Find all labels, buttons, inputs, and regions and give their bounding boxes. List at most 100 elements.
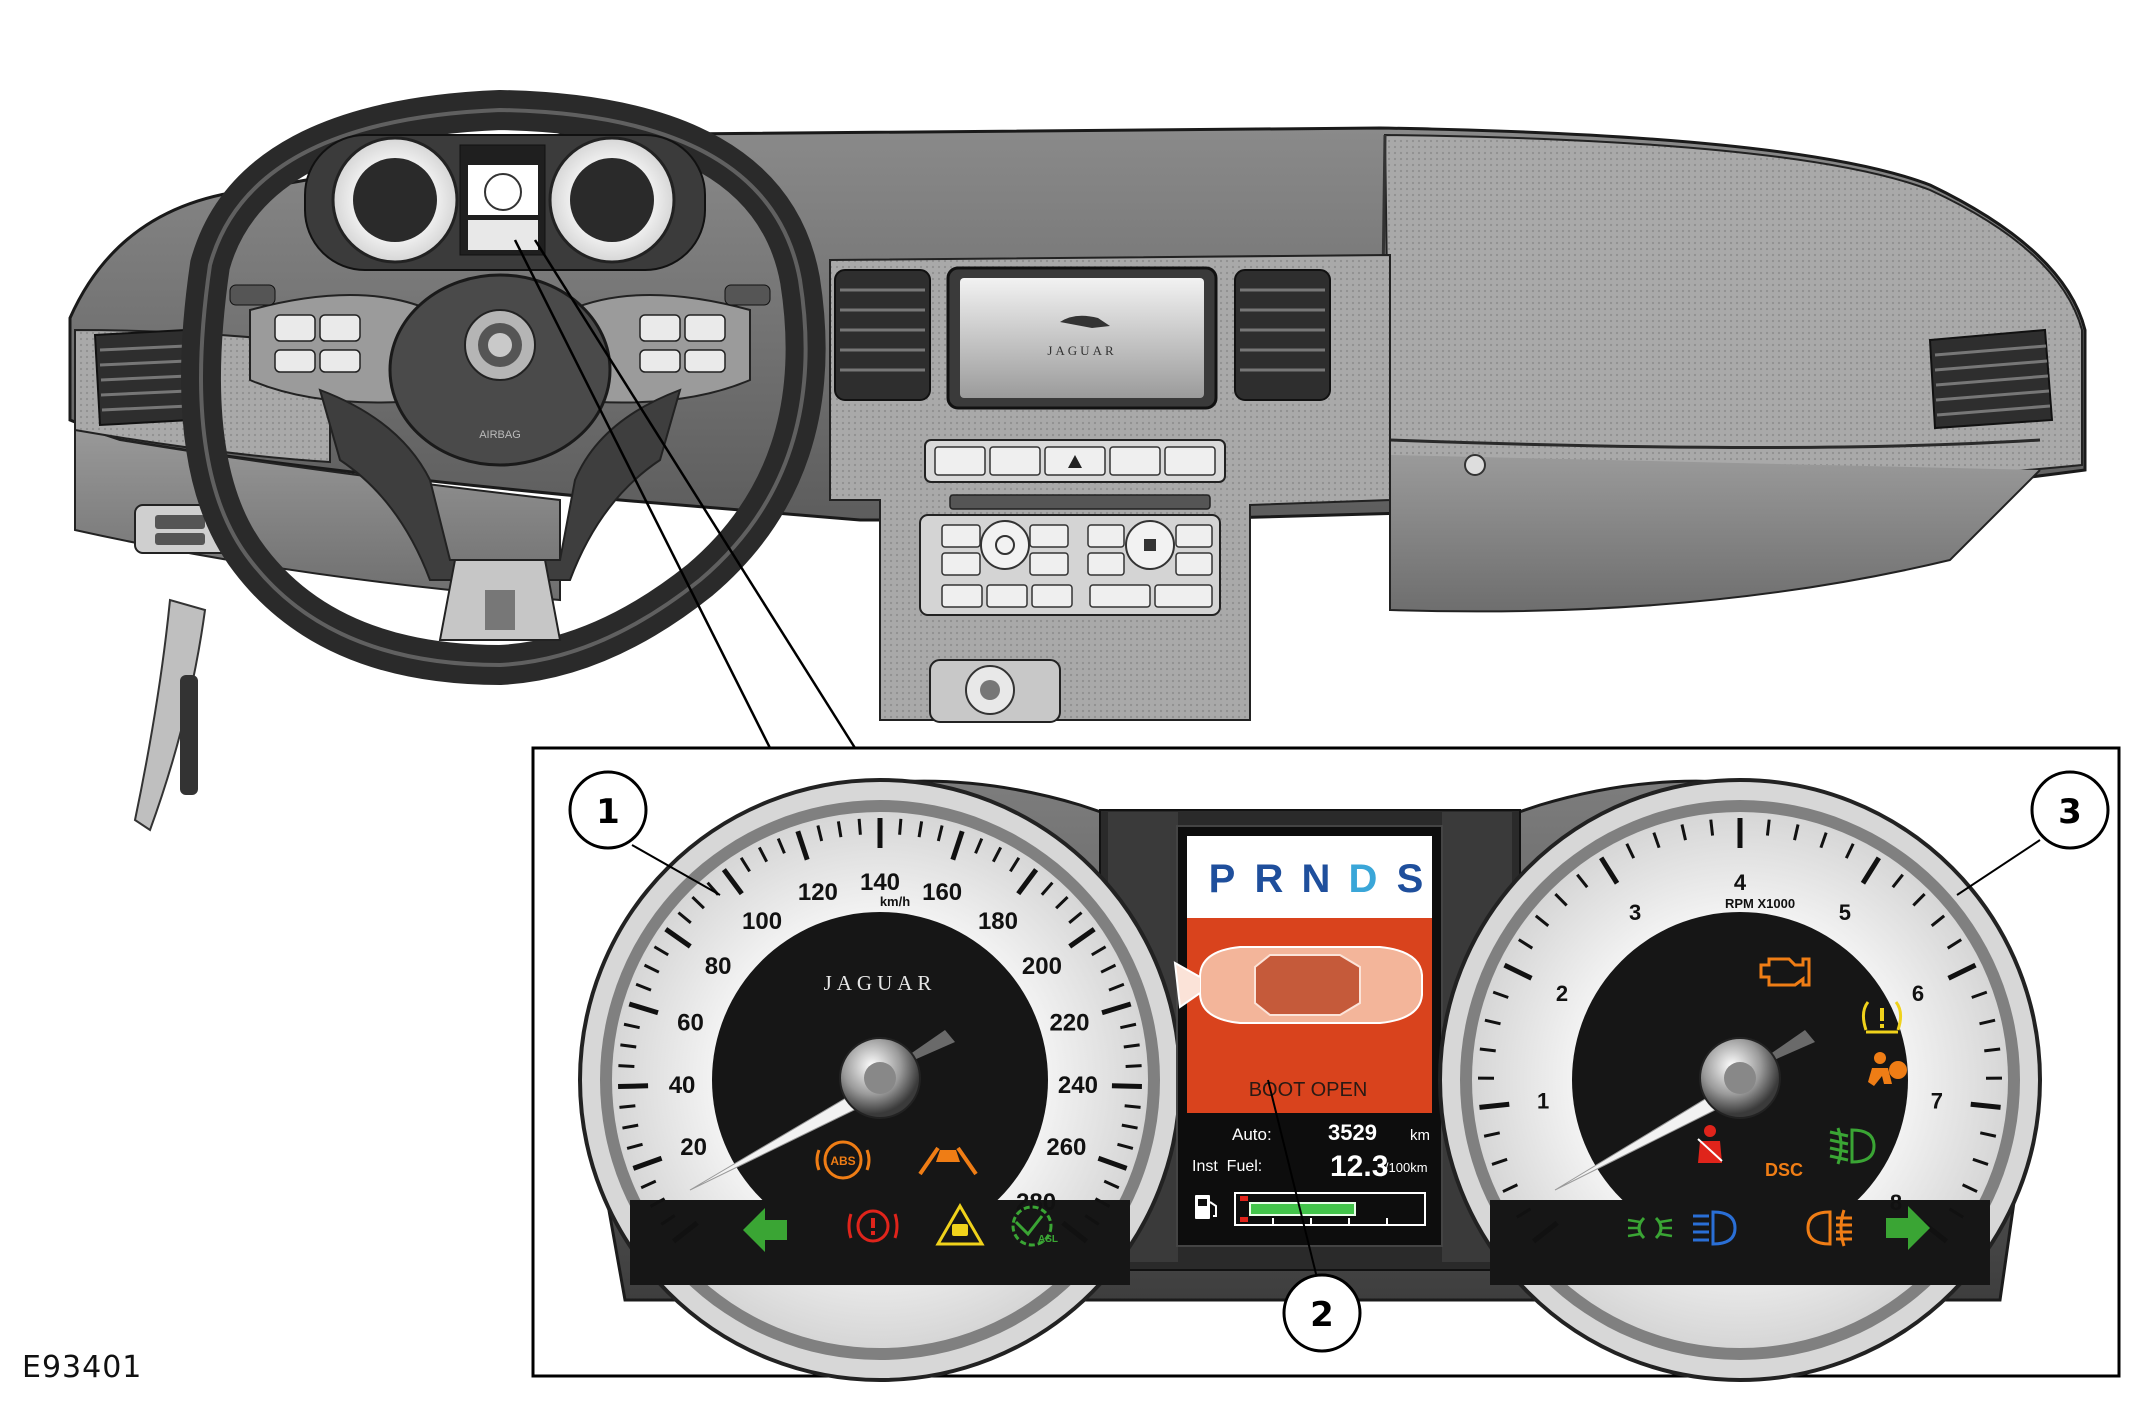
speedo-tick-label: 200: [1022, 953, 1062, 980]
tyre-pressure-icon: [1861, 1001, 1903, 1034]
speedo-tick: [1100, 963, 1117, 974]
tacho-tick: [1819, 832, 1828, 849]
speedo-tick: [739, 857, 751, 873]
speedo-tick-label: 180: [978, 908, 1018, 935]
speedo-tick-label: 20: [680, 1134, 707, 1161]
callout-2: 2: [1267, 1079, 1362, 1353]
tacho-tick: [1599, 856, 1620, 885]
tacho-tick: [1946, 938, 1963, 950]
speedo-tick: [721, 868, 744, 896]
stability-icon: [935, 1203, 985, 1246]
tacho-unit: RPM X1000: [1725, 896, 1795, 911]
speedo-tick: [649, 1197, 666, 1208]
speedo-tick-marks: [618, 818, 1142, 1244]
speedo-tick: [632, 1155, 663, 1171]
tacho-tick: [1479, 1101, 1510, 1110]
left-indicator-icon: [743, 1208, 787, 1252]
tacho-tick-label: 8: [1890, 1190, 1902, 1215]
tacho-tick-label: 2: [1556, 981, 1568, 1006]
speedo-tick-label: 160: [922, 879, 962, 906]
speedo-brand: JAGUAR: [824, 971, 937, 995]
speedo-tick: [623, 1022, 640, 1030]
svg-text:ASL: ASL: [1038, 1234, 1058, 1245]
fuel-economy-value: 12.3: [1330, 1150, 1388, 1183]
speedo-tick-label: 120: [798, 879, 838, 906]
speedo-tick: [640, 1179, 657, 1190]
tacho-tick: [1844, 843, 1855, 859]
speedo-tick: [1068, 911, 1083, 924]
tacho-tick: [1972, 1157, 1989, 1166]
callout-3-label: 3: [2058, 792, 2082, 832]
callout-1: 1: [568, 770, 721, 896]
speedo-tick: [672, 1220, 699, 1244]
speedo-tick: [1084, 1214, 1100, 1226]
speedo-tick: [620, 1043, 637, 1049]
left-air-vent: [93, 328, 192, 427]
gear-letter-r: R: [1255, 857, 1284, 901]
speedo-tick: [757, 846, 769, 863]
abs-icon: ABS: [815, 1140, 871, 1180]
steering-wheel: AIRBAG: [181, 89, 826, 686]
tacho-tick: [1517, 938, 1534, 950]
tacho-tick: [1491, 1157, 1508, 1166]
speedo-tick: [1055, 895, 1069, 910]
right-air-vent: [1928, 328, 2054, 430]
tacho-tick: [1534, 914, 1550, 928]
speedo-tick-label: 220: [1049, 1010, 1089, 1037]
tacho-tick: [1652, 832, 1661, 849]
fuel-economy-label: Inst Fuel:: [1192, 1158, 1262, 1175]
speedo-tick-label: 240: [1058, 1072, 1098, 1099]
speedo-tick: [664, 927, 692, 949]
speedo-tick: [857, 818, 862, 835]
speedo-tick: [1094, 1197, 1111, 1208]
fuel-level-bar: [1249, 1202, 1356, 1216]
odometer-label: Auto:: [1232, 1125, 1272, 1144]
speedo-tick-label: 40: [669, 1072, 696, 1099]
fuel-gauge-frame: [1234, 1192, 1426, 1226]
speedo-tick: [1117, 1142, 1134, 1150]
speedo-tick-label: 280: [1016, 1189, 1056, 1216]
speedo-tick: [618, 1064, 635, 1069]
tacho-tick: [1532, 1220, 1559, 1244]
speedo-tick: [816, 825, 824, 842]
dashboard-illustration: JAGUAR: [68, 89, 2087, 832]
tacho-tick: [1502, 1183, 1519, 1193]
odometer-unit: km: [1410, 1127, 1430, 1144]
tacho-tick-label: 4: [1734, 870, 1747, 895]
tacho-tick: [1970, 1101, 2001, 1110]
seatbelt-icon: [1697, 1125, 1723, 1163]
svg-text:ABS: ABS: [830, 1154, 855, 1168]
speedo-tick: [1101, 1001, 1132, 1016]
tacho-tick: [1971, 990, 1988, 999]
speedo-tick: [626, 1142, 643, 1150]
speedo-tick: [653, 945, 669, 957]
speedo-tick-label: 60: [677, 1010, 704, 1037]
speedo-tick-label: 100: [742, 908, 782, 935]
speedo-tick: [635, 982, 652, 992]
speedo-tick-label: 260: [1046, 1134, 1086, 1161]
tacho-tick-label: 3: [1629, 900, 1641, 925]
speedo-tick-label: 80: [705, 953, 732, 980]
speedo-tick: [795, 830, 810, 861]
tacho-tick: [1576, 873, 1589, 889]
gear-letter-p: P: [1209, 857, 1236, 901]
gear-letter-d: D: [1349, 857, 1378, 901]
tacho-tick: [1793, 824, 1800, 841]
speedo-unit: km/h: [880, 894, 910, 909]
speedo-tick: [1120, 1022, 1137, 1030]
speedo-tick: [776, 837, 786, 854]
tacho-tick-label: 5: [1839, 900, 1851, 925]
tacho-tick: [1765, 819, 1771, 836]
callout-3: 3: [1956, 770, 2110, 896]
speedo-tick: [628, 1001, 659, 1016]
right-indicator-icon: [1886, 1206, 1930, 1250]
tacho-tick: [1492, 990, 1509, 999]
callout-2-label: 2: [1310, 1295, 1334, 1335]
gear-letter-n: N: [1302, 857, 1331, 901]
